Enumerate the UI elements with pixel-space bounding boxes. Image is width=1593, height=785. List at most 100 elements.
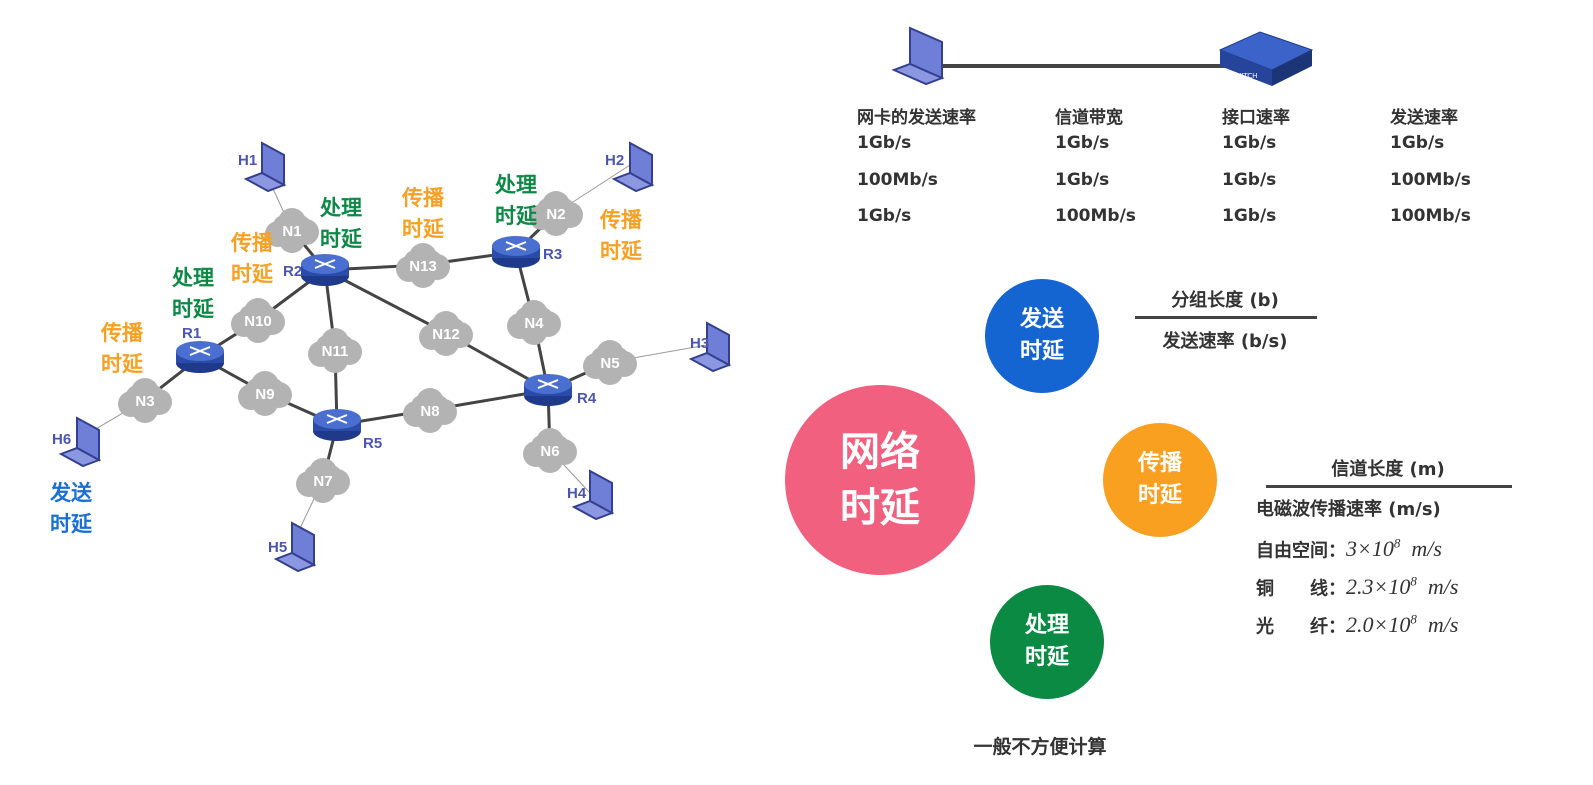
table-cell: 1Gb/s — [1390, 133, 1445, 153]
router-icon — [176, 341, 224, 373]
processing-delay-label: 处理时延 — [172, 266, 214, 321]
table-cell: 1Gb/s — [857, 133, 912, 153]
column-header: 网卡的发送速率 — [857, 108, 976, 128]
transmission-delay-label: 发送时延 — [50, 481, 92, 536]
svg-text:N13: N13 — [409, 258, 437, 275]
router-label: R1 — [182, 325, 201, 342]
host-label: H3 — [690, 335, 709, 352]
svg-text:N2: N2 — [546, 206, 565, 223]
network-delay-circle: 网络时延 — [785, 385, 975, 575]
table-cell: 1Gb/s — [1222, 170, 1277, 190]
router-label: R4 — [577, 390, 597, 407]
exponent: 8 — [1410, 612, 1417, 627]
speed-row: 自由空间：3×108 m/s — [1256, 536, 1442, 562]
fraction-bar — [1135, 316, 1317, 319]
svg-text:N3: N3 — [135, 393, 154, 410]
switch-icon: SWITCH — [1218, 31, 1314, 86]
unit: m/s — [1427, 612, 1459, 638]
processing-delay-label: 处理时延 — [495, 173, 537, 228]
column-header: 接口速率 — [1222, 108, 1290, 128]
network-cloud: N1 — [265, 208, 319, 253]
router-icon — [301, 254, 349, 286]
propagation-delay-label: 传播时延 — [402, 186, 444, 241]
link-diagram: SWITCH — [891, 26, 1314, 86]
network-cloud: N8 — [403, 388, 457, 433]
network-cloud: N7 — [296, 458, 350, 503]
unit: m/s — [1411, 536, 1442, 562]
host-label: H2 — [605, 152, 624, 169]
router-label: R3 — [543, 246, 562, 263]
laptop-icon — [891, 26, 945, 86]
propagation-delay-circle: 传播时延 — [1103, 423, 1217, 537]
laptop-icon — [243, 141, 287, 193]
column-header: 信道带宽 — [1055, 108, 1123, 128]
svg-text:N7: N7 — [313, 473, 332, 490]
mantissa: 2.0 — [1346, 612, 1374, 638]
table-cell: 1Gb/s — [857, 206, 912, 226]
svg-text:N5: N5 — [600, 355, 619, 372]
laptop-icon — [571, 469, 615, 521]
fraction-denominator: 电磁波传播速率 (m/s) — [1256, 499, 1441, 520]
svg-text:N8: N8 — [420, 403, 439, 420]
router-label: R2 — [283, 263, 302, 280]
table-cell: 100Mb/s — [1390, 170, 1471, 190]
table-cell: 1Gb/s — [1222, 133, 1277, 153]
host-label: H1 — [238, 152, 257, 169]
network-cloud: N9 — [238, 371, 292, 416]
network-cloud: N11 — [308, 328, 362, 373]
exponent: 8 — [1410, 574, 1417, 589]
network-cloud: N13 — [396, 243, 450, 288]
svg-text:N4: N4 — [524, 315, 544, 332]
network-cloud: N5 — [583, 340, 637, 385]
svg-text:SWITCH: SWITCH — [1230, 72, 1257, 80]
medium-label: 自由空间： — [1256, 540, 1346, 562]
svg-text:N1: N1 — [282, 223, 301, 240]
network-cloud: N2 — [529, 191, 583, 236]
table-cell: 100Mb/s — [1390, 206, 1471, 226]
table-cell: 100Mb/s — [857, 170, 938, 190]
host-label: H5 — [268, 539, 287, 556]
mantissa: 3 — [1346, 536, 1357, 562]
network-cloud: N10 — [231, 298, 285, 343]
column-header: 发送速率 — [1390, 108, 1458, 128]
propagation-delay-label: 传播时延 — [600, 208, 642, 263]
svg-text:N10: N10 — [244, 313, 272, 330]
medium-label: 铜 线： — [1256, 578, 1346, 600]
router-label: R5 — [363, 435, 382, 452]
mantissa: 2.3 — [1346, 574, 1374, 600]
transmission-delay-circle: 发送时延 — [985, 279, 1099, 393]
router-icon — [313, 409, 361, 441]
processing-delay-label: 处理时延 — [320, 196, 362, 251]
table-cell: 1Gb/s — [1055, 133, 1110, 153]
propagation-delay-label: 传播时延 — [101, 321, 143, 376]
host-label: H4 — [567, 485, 587, 502]
svg-text:N9: N9 — [255, 386, 274, 403]
fraction-denominator: 发送速率 (b/s) — [1162, 331, 1288, 352]
svg-text:N6: N6 — [540, 443, 559, 460]
medium-label: 光 纤： — [1256, 616, 1346, 638]
speed-row: 铜 线：2.3×108 m/s — [1256, 574, 1459, 600]
svg-text:N11: N11 — [322, 343, 349, 360]
network-cloud: N4 — [507, 300, 561, 345]
table-cell: 100Mb/s — [1055, 206, 1136, 226]
fraction-numerator: 分组长度 (b) — [1171, 290, 1279, 311]
fraction-bar — [1266, 485, 1512, 488]
laptop-icon — [688, 321, 732, 373]
laptop-icon — [273, 521, 317, 573]
router-icon — [524, 374, 572, 406]
laptop-icon — [611, 141, 655, 193]
network-cloud: N6 — [523, 428, 577, 473]
network-cloud: N3 — [118, 378, 172, 423]
unit: m/s — [1427, 574, 1459, 600]
table-cell: 1Gb/s — [1222, 206, 1277, 226]
processing-note: 一般不方便计算 — [973, 736, 1107, 758]
fraction-numerator: 信道长度 (m) — [1331, 459, 1445, 480]
network-cloud: N12 — [419, 311, 473, 356]
speed-row: 光 纤：2.0×108 m/s — [1256, 612, 1459, 638]
propagation-delay-label: 传播时延 — [231, 231, 273, 286]
processing-delay-circle: 处理时延 — [990, 585, 1104, 699]
svg-text:N12: N12 — [432, 326, 460, 343]
table-cell: 1Gb/s — [1055, 170, 1110, 190]
exponent: 8 — [1393, 536, 1401, 551]
